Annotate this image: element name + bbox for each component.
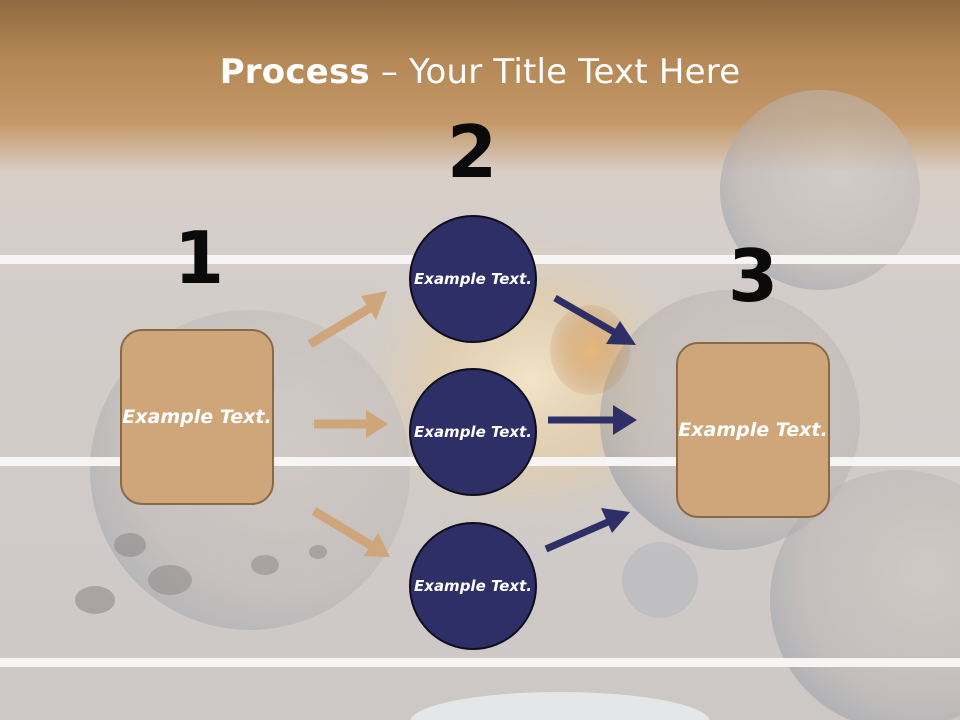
step-number-1: 1	[173, 216, 225, 300]
step-number-3: 3	[727, 234, 779, 318]
step-3-box: Example Text.	[676, 342, 830, 518]
step-2-circle-bottom: Example Text.	[409, 522, 537, 650]
step-2-circle-top: Example Text.	[409, 215, 537, 343]
step-2-circle-middle: Example Text.	[409, 368, 537, 496]
step-1-label: Example Text.	[122, 405, 272, 428]
step-number-2: 2	[446, 110, 498, 194]
slide-title: Process – Your Title Text Here	[0, 52, 960, 92]
title-bold: Process	[219, 52, 370, 92]
arrow-1-to-bottom	[311, 507, 390, 557]
arrow-1-to-middle	[314, 410, 388, 438]
step-2-item-3: Example Text.	[414, 576, 532, 595]
arrow-bottom-to-3	[544, 508, 630, 553]
arrow-1-to-top	[307, 291, 387, 348]
title-rest: – Your Title Text Here	[369, 52, 741, 92]
step-2-item-1: Example Text.	[414, 269, 532, 288]
step-1-box: Example Text.	[120, 329, 274, 505]
step-2-item-2: Example Text.	[414, 422, 532, 441]
step-3-label: Example Text.	[678, 418, 828, 441]
arrow-middle-to-3	[548, 405, 637, 435]
arrow-top-to-3	[553, 294, 636, 345]
